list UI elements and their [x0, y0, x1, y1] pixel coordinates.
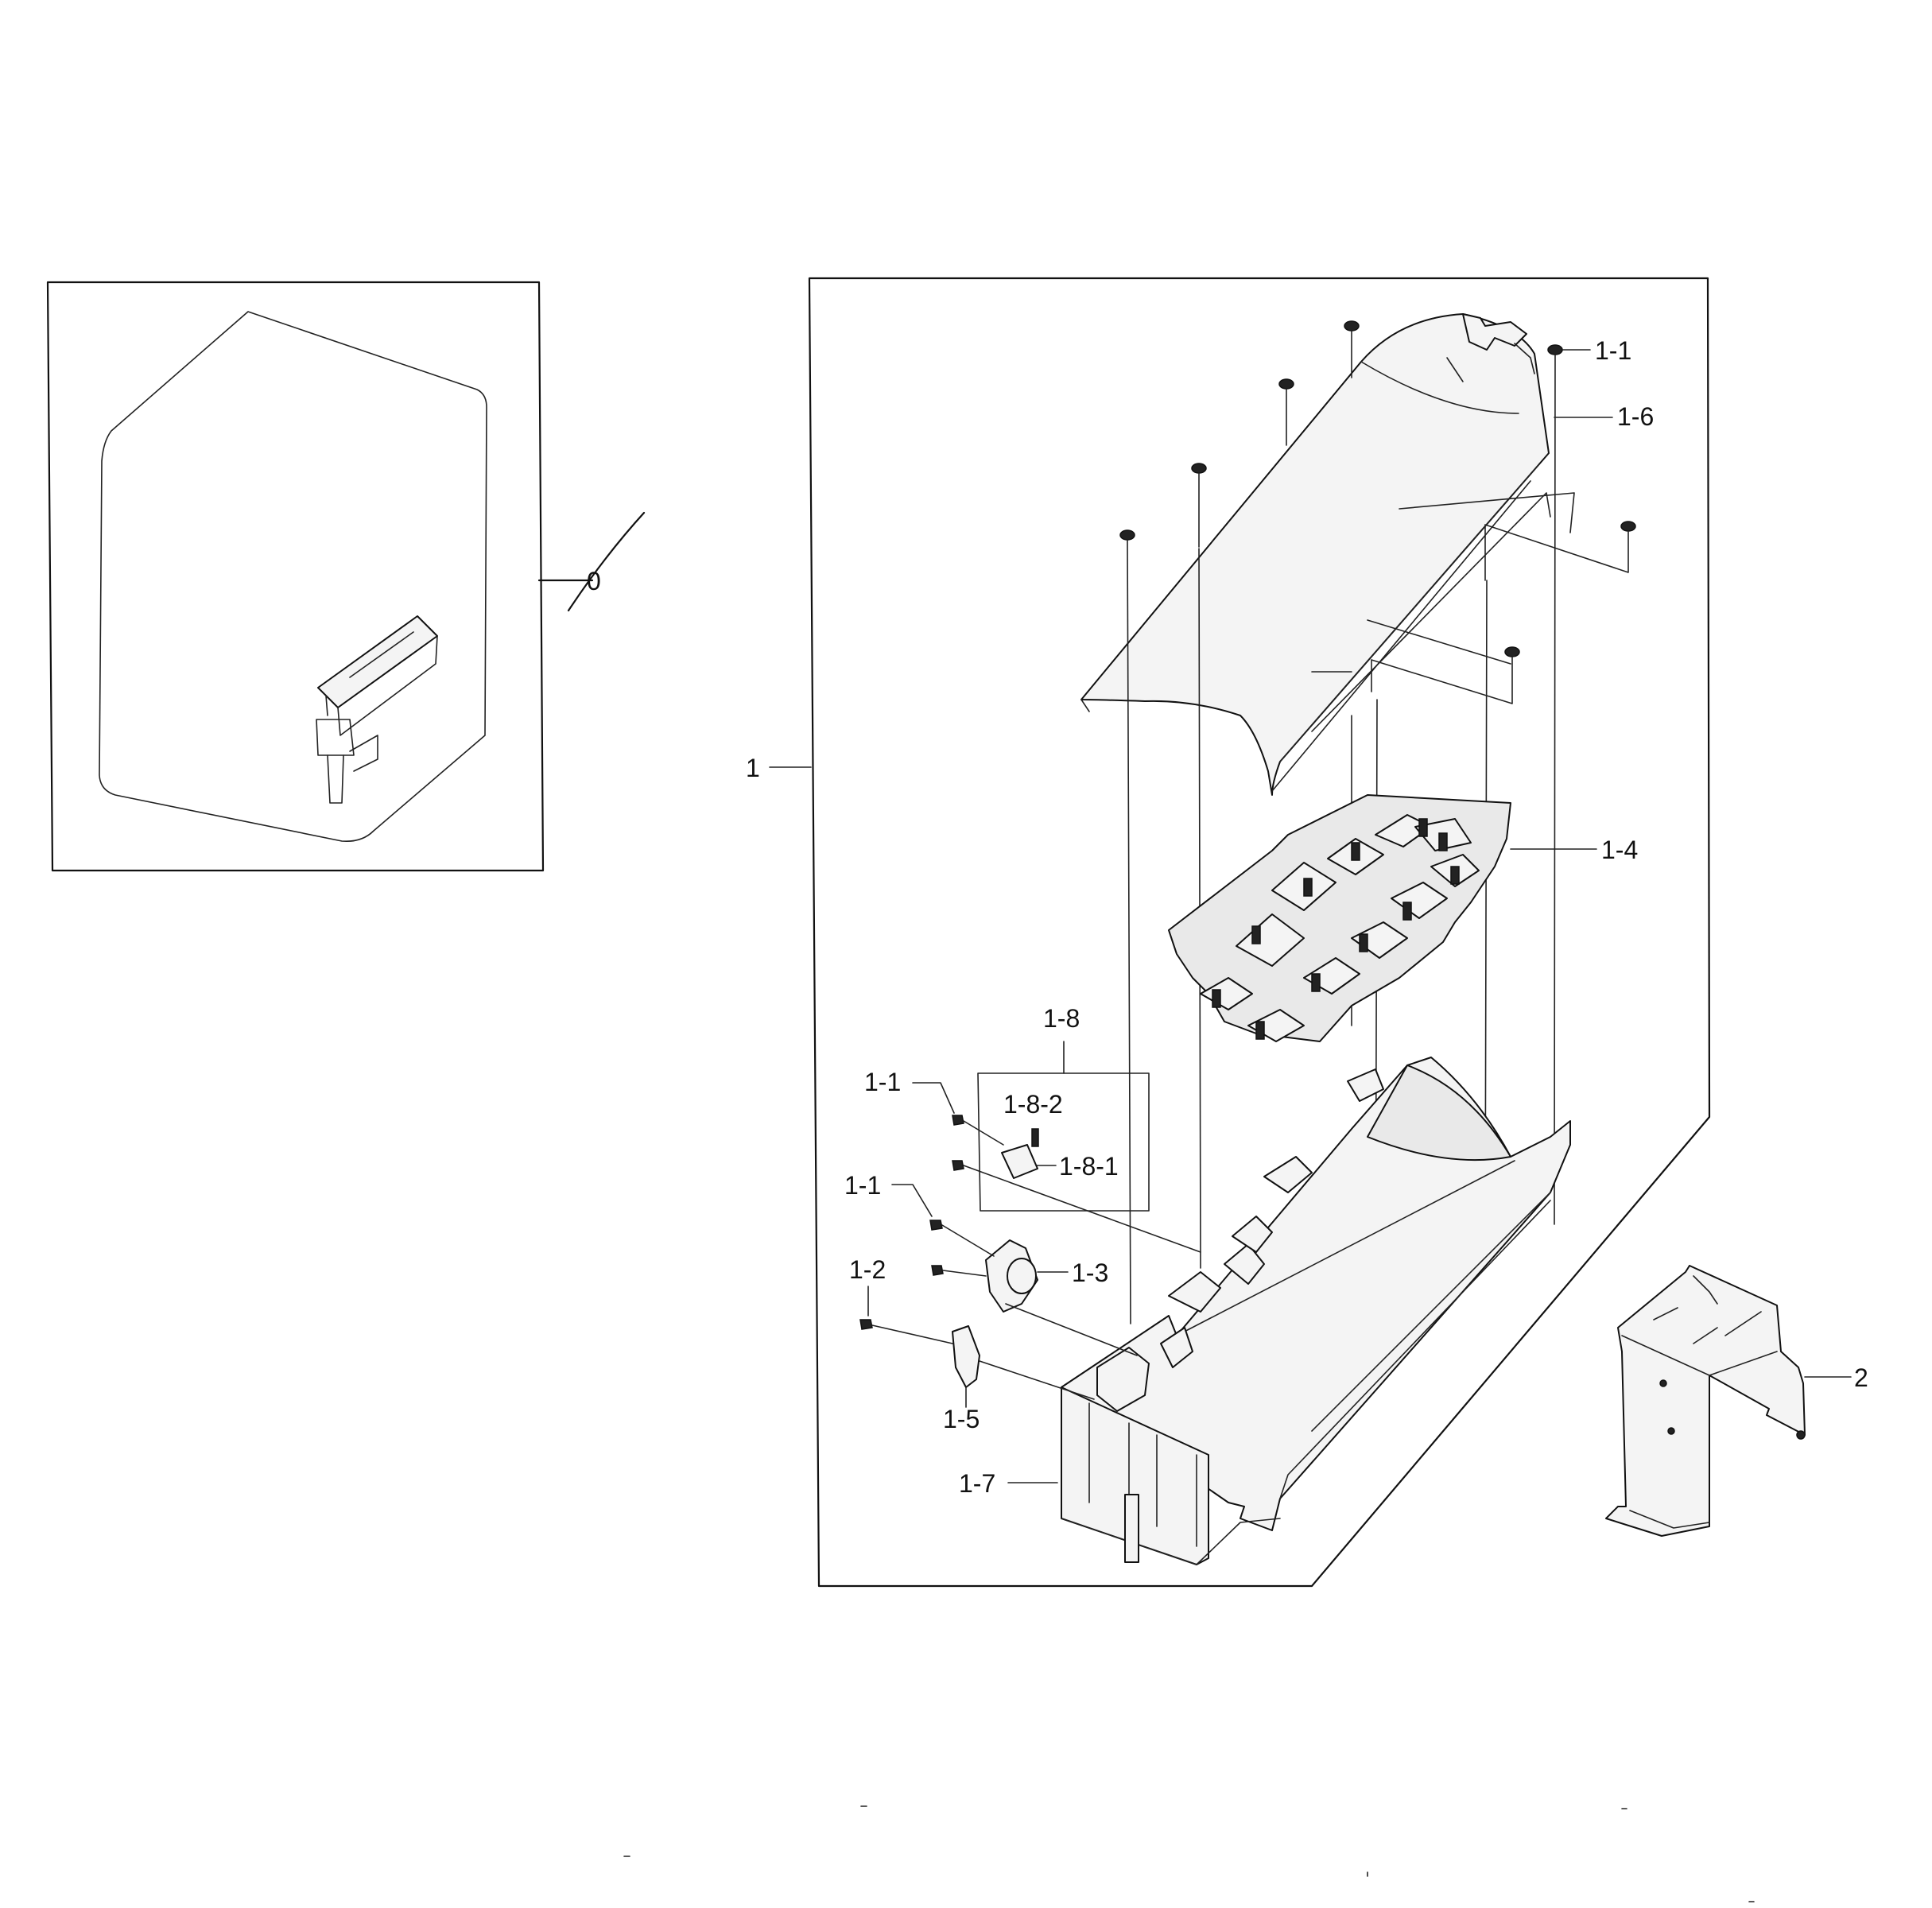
label-ref-1: 1	[746, 754, 760, 782]
label-ref-1-1-top: 1-1	[1595, 336, 1631, 365]
screw-icon	[952, 1115, 964, 1126]
screw-icon	[859, 1319, 873, 1330]
heater-coil-plate	[1168, 794, 1511, 1042]
label-ref-1-4: 1-4	[1601, 836, 1638, 864]
terminal-icon	[1212, 989, 1221, 1008]
terminal-icon	[1303, 878, 1313, 897]
terminal-icon	[1251, 925, 1261, 944]
terminal-icon	[1402, 902, 1412, 921]
label-ref-1-8-1: 1-8-1	[1059, 1152, 1119, 1181]
label-ref-1-1-a: 1-1	[864, 1068, 901, 1096]
screw-icon	[1371, 646, 1520, 704]
screw-icon	[1484, 521, 1636, 581]
screw-icon	[1191, 463, 1207, 548]
screw-icon	[1344, 320, 1360, 378]
thermal-fuse: 1-3	[929, 1220, 1138, 1356]
heater-assembly-frame: 1	[746, 277, 1711, 1588]
terminal-icon	[1418, 818, 1428, 837]
inset-frame	[46, 281, 545, 872]
terminal-icon	[1359, 933, 1368, 952]
overview-inset: 0	[46, 281, 646, 872]
terminal-icon	[1450, 866, 1460, 885]
mounting-bracket-2: 2	[1605, 1265, 1868, 1537]
heater-housing	[1061, 1057, 1571, 1565]
inset-heater-assembly	[316, 615, 438, 804]
screw-icon	[929, 1220, 943, 1231]
label-ref-1-3: 1-3	[1072, 1258, 1108, 1287]
screw-icon	[931, 1265, 944, 1276]
screw-icon	[1547, 344, 1563, 1225]
terminal-icon	[1351, 842, 1360, 861]
dryer-cabinet-outline	[99, 311, 487, 843]
assembly-frame	[808, 277, 1711, 1588]
label-ref-2: 2	[1854, 1363, 1868, 1392]
screw-icon	[952, 1160, 964, 1171]
label-ref-1-6: 1-6	[1617, 402, 1654, 431]
leader-ref-1-1-b	[891, 1184, 933, 1217]
label-ref-1-1-b: 1-1	[844, 1171, 881, 1200]
label-ref-1-2: 1-2	[849, 1255, 886, 1284]
label-ref-1-7: 1-7	[959, 1469, 995, 1498]
label-ref-0: 0	[587, 567, 601, 595]
label-ref-1-8-2: 1-8-2	[1003, 1090, 1063, 1119]
terminal-icon	[1438, 832, 1448, 851]
screw-icon	[1278, 378, 1294, 446]
label-ref-1-5: 1-5	[943, 1405, 980, 1433]
group-box-1-8	[977, 1072, 1150, 1212]
scan-specks	[623, 1805, 1755, 1902]
label-ref-1-8: 1-8	[1043, 1004, 1080, 1033]
screw-icon	[1119, 529, 1135, 1324]
thermostat-group: 1-8 1-8-2 1-8-1	[952, 1004, 1201, 1253]
heater-cover	[1080, 313, 1575, 796]
inset-break-line	[567, 511, 646, 612]
bracket-1-5: 1-5	[943, 1325, 1095, 1433]
terminal-icon	[1255, 1021, 1265, 1040]
leader-ref-1-1-a	[912, 1082, 955, 1114]
terminal-icon	[1311, 973, 1321, 992]
screw-1-2: 1-2	[849, 1255, 953, 1344]
